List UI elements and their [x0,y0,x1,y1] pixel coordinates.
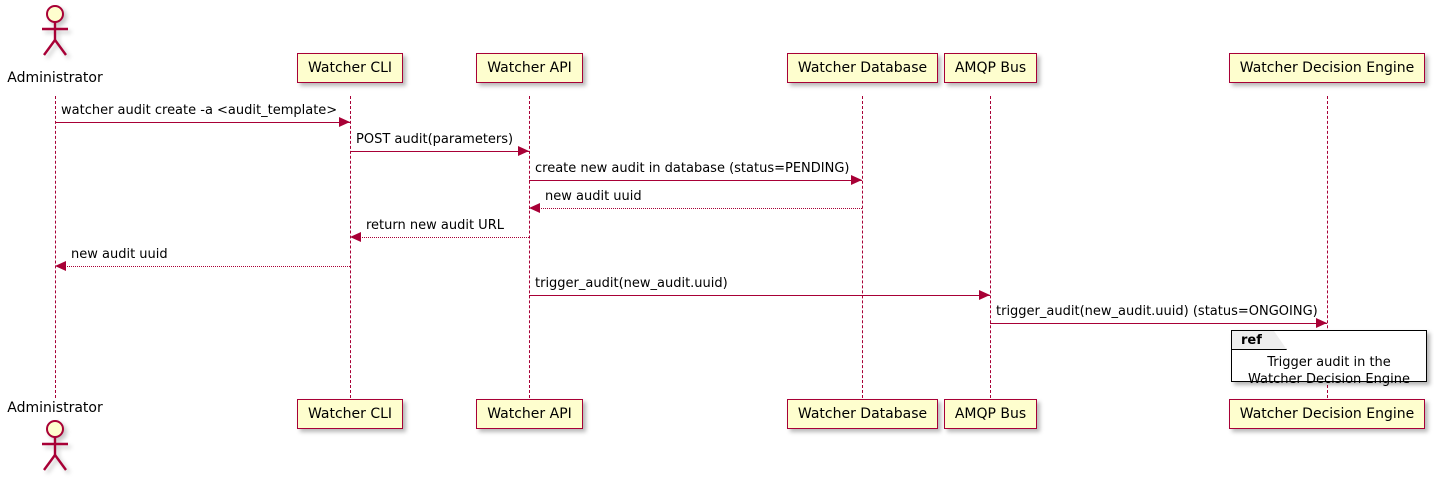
participant-box-watcher-db[interactable]: Watcher Database [787,53,938,83]
participant-box-amqp-bus[interactable]: AMQP Bus [944,53,1037,83]
message-label: create new audit in database (status=PEN… [535,161,850,176]
message-label: POST audit(parameters) [356,132,514,147]
lifeline-watcher-cli [349,96,351,398]
arrow-head-icon [339,117,350,127]
message-label: trigger_audit(new_audit.uuid) [535,276,728,291]
participant-label: AMQP Bus [954,60,1027,76]
participant-box-watcher-cli[interactable]: Watcher CLI [297,53,403,83]
ref-body-line: Watcher Decision Engine [1248,372,1410,387]
participant-label: Watcher CLI [307,406,393,422]
message-line [529,180,862,181]
participant-box-amqp-bus[interactable]: AMQP Bus [944,399,1037,429]
lifeline-administrator [54,96,56,398]
lifeline-amqp-bus [989,96,991,398]
participant-box-decision-engine[interactable]: Watcher Decision Engine [1229,53,1425,83]
actor-stick-figure [42,420,68,471]
arrow-head-icon [1316,318,1327,328]
message-line [990,323,1327,324]
message-label: return new audit URL [366,218,504,233]
participant-label: Watcher Decision Engine [1239,60,1415,76]
participant-label: Watcher CLI [307,60,393,76]
message-line [529,208,862,209]
message-label: watcher audit create -a <audit_template> [61,103,338,118]
message-label: trigger_audit(new_audit.uuid) (status=ON… [996,304,1318,319]
ref-tab-label: ref [1232,331,1287,350]
actor-figure [33,420,77,476]
actor-label-administrator: Administrator [7,70,103,86]
message-label: new audit uuid [545,189,642,204]
lifeline-watcher-db [861,96,863,398]
arrow-head-icon [851,175,862,185]
participant-label: Watcher Decision Engine [1239,406,1415,422]
participant-box-watcher-db[interactable]: Watcher Database [787,399,938,429]
arrow-head-icon [55,261,66,271]
lifeline-watcher-api [528,96,530,398]
arrow-head-icon [518,146,529,156]
participant-label: Watcher Database [797,60,928,76]
message-line [55,122,350,123]
actor-label-administrator: Administrator [7,400,103,416]
message-line [350,151,529,152]
participant-box-watcher-api[interactable]: Watcher API [476,53,583,83]
participant-label: Watcher API [487,60,572,76]
actor-stick-figure [42,5,68,56]
actor-figure [33,5,77,61]
participant-box-watcher-api[interactable]: Watcher API [476,399,583,429]
participant-label: Watcher Database [797,406,928,422]
participant-label: AMQP Bus [954,406,1027,422]
message-line [350,237,529,238]
arrow-head-icon [979,290,990,300]
participant-label: Watcher API [487,406,572,422]
ref-body-line: Trigger audit in the [1267,355,1391,370]
lifeline-decision-engine [1326,96,1328,398]
message-line [529,295,990,296]
arrow-head-icon [529,203,540,213]
message-label: new audit uuid [71,247,168,262]
participant-box-decision-engine[interactable]: Watcher Decision Engine [1229,399,1425,429]
arrow-head-icon [350,232,361,242]
participant-box-watcher-cli[interactable]: Watcher CLI [297,399,403,429]
message-line [55,266,350,267]
